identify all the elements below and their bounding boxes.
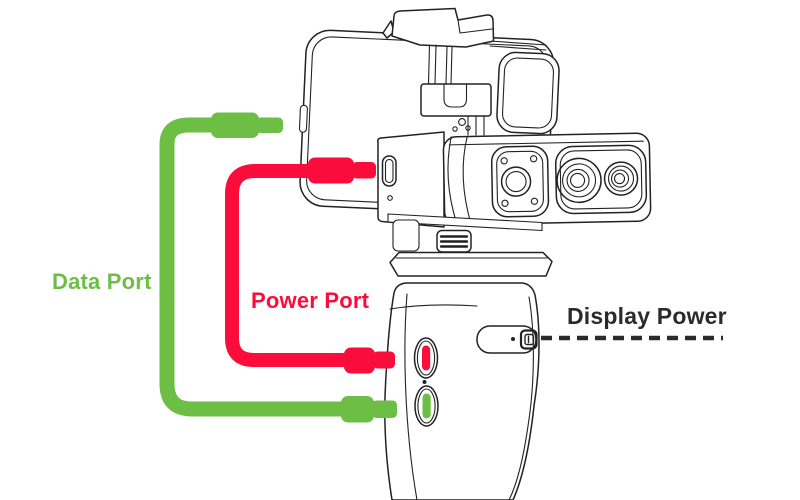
scanner-camera (377, 131, 652, 228)
power-port-label: Power Port (251, 288, 370, 313)
usb-port-outer (381, 155, 397, 187)
clamp-band-left (447, 136, 458, 225)
phone-clamp (382, 7, 547, 136)
display-icon (524, 333, 535, 346)
top-connector-tip (352, 162, 376, 179)
power-cable-bottom-connector (344, 347, 395, 374)
power-cable (225, 157, 395, 374)
quick-release-plate (389, 251, 553, 277)
second-lens-ring-3 (610, 169, 630, 188)
scanner-left-face (377, 131, 445, 228)
projector-screw-tr (529, 155, 538, 163)
data-port-label: Data Port (52, 269, 152, 294)
bottom-connector-tip (372, 400, 397, 418)
power-port (413, 337, 439, 379)
clamp-post-bars (427, 44, 453, 85)
bottom-connector-tip (373, 351, 395, 369)
camera-bump-outer (496, 51, 560, 135)
clamp-bracket-cutout (443, 83, 468, 108)
bottom-connector-boot (344, 347, 375, 374)
camera-bump-inner (501, 57, 555, 129)
scanner-lens-recess (554, 144, 648, 215)
power-cable-top-connector (308, 157, 376, 184)
clamp-arm-line-2 (489, 40, 547, 46)
scanner-usb-port (381, 155, 397, 187)
data-cable-top-connector (211, 112, 283, 138)
second-lens-core (613, 173, 626, 185)
scanner-projector-module (490, 145, 550, 218)
top-connector-tip (256, 117, 283, 133)
bracket-screw-small-1 (452, 126, 458, 132)
main-lens-core (570, 172, 586, 188)
scanner-second-lens (603, 161, 639, 196)
scanner-led (387, 195, 393, 201)
data-cable-path (159, 117, 348, 417)
data-cable-bottom-connector (341, 396, 397, 423)
phone-camera-bump (496, 51, 560, 135)
grip-right-seam (508, 296, 534, 500)
phone-side-button (298, 104, 308, 133)
projector-lens (505, 171, 527, 193)
data-port-inner (417, 388, 436, 424)
grip-port-panel-seam (404, 293, 418, 500)
scanner-top-chamfer (448, 140, 644, 146)
display-power-button-outline (519, 329, 538, 350)
data-cable (159, 112, 397, 423)
clamp-arm-line-1 (489, 45, 547, 51)
grip-shoulder-seam (389, 304, 478, 310)
second-lens-ring-2 (607, 165, 635, 192)
bottom-connector-boot (341, 396, 374, 423)
knob-ribs (439, 235, 469, 248)
gimbal-mount (387, 213, 553, 277)
projector-screw-br (530, 197, 539, 205)
port-divider-dot (422, 380, 427, 384)
clamp-jaw-step (457, 19, 493, 34)
mount-deck (387, 213, 543, 232)
display-power-button (519, 329, 538, 350)
display-panel (476, 325, 538, 354)
projector-inner (496, 150, 544, 213)
mount-lock-knob (436, 229, 472, 253)
main-lens-ring-3 (566, 168, 590, 192)
data-port-pill (422, 393, 431, 419)
power-port-pill (422, 345, 431, 371)
display-panel-dot (511, 337, 515, 341)
clamp-band-right (462, 135, 472, 225)
main-lens-ring-2 (562, 163, 597, 198)
clamp-bracket (420, 83, 492, 117)
projector-screw-tl (500, 157, 508, 165)
power-port-outer (413, 337, 439, 379)
display-power-label: Display Power (567, 303, 727, 329)
grip-body (384, 282, 540, 500)
data-port-outer (414, 385, 439, 427)
bracket-screw (458, 118, 466, 126)
power-port-inner (416, 340, 436, 376)
projector-lens-ring (500, 166, 532, 197)
tilt-axis-block (392, 219, 420, 252)
lens-recess-outer (554, 144, 648, 215)
grip-handle (384, 282, 723, 500)
projector-screw-bl (501, 199, 509, 207)
top-connector-boot (308, 157, 354, 184)
scanner-main-lens (556, 157, 602, 204)
scanner-front-face (442, 132, 652, 226)
clamp-jaw (391, 7, 495, 48)
projector-outer (490, 145, 550, 218)
lens-recess-inner (559, 149, 643, 210)
power-cable-path (225, 164, 350, 367)
main-lens-ring-1 (556, 157, 602, 204)
bracket-screw-small-2 (465, 125, 471, 131)
display-icon-screen (524, 333, 535, 346)
second-lens-ring-1 (603, 161, 639, 196)
usb-port-inner (384, 158, 394, 184)
data-port (414, 385, 439, 427)
top-connector-boot (211, 112, 259, 138)
